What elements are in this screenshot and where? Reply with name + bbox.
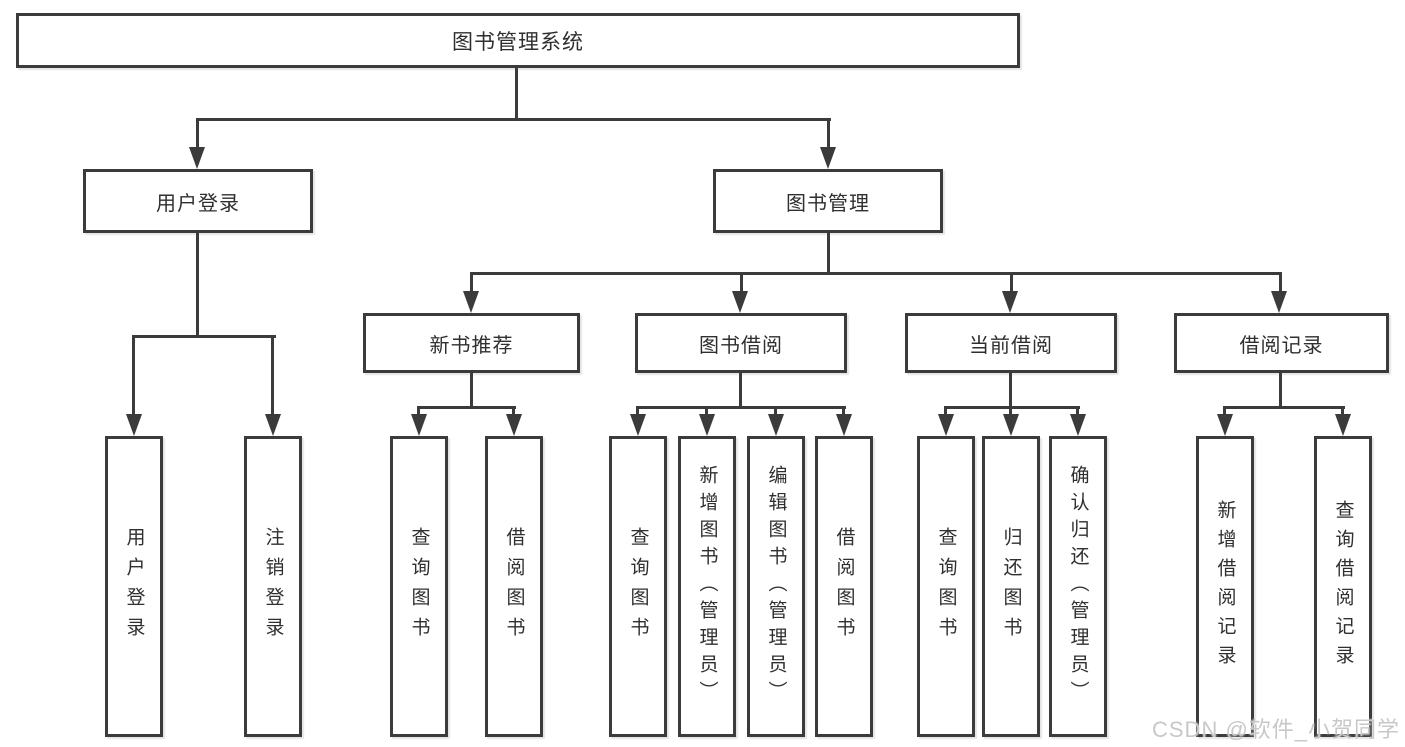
stub-vline xyxy=(774,406,777,416)
leaf-add-borrow-record: 新增借阅记录 xyxy=(1196,436,1254,737)
borrowing-records-stem-vline xyxy=(1279,373,1282,406)
node-book-management: 图书管理 xyxy=(713,169,943,233)
leaf-search-books-current: 查询图书 xyxy=(917,436,975,737)
to-borrowing-records-vline xyxy=(1279,275,1282,293)
arrowhead xyxy=(699,414,715,436)
leaf-search-books-borrowing: 查询图书 xyxy=(609,436,667,737)
arrowhead xyxy=(189,147,205,169)
leaf-return-books: 归还图书 xyxy=(982,436,1040,737)
current-borrowing-branch-hline xyxy=(944,406,1080,409)
arrowhead xyxy=(265,414,281,436)
root-stem-vline xyxy=(515,68,518,118)
arrowhead xyxy=(1003,414,1019,436)
new-book-stem-vline xyxy=(470,373,473,406)
leaf-search-borrow-record: 查询借阅记录 xyxy=(1314,436,1372,737)
leaf-search-books-recommend: 查询图书 xyxy=(390,436,448,737)
stub-vline xyxy=(512,406,515,416)
arrowhead xyxy=(938,414,954,436)
stub-vline xyxy=(842,406,845,416)
leaf-borrow-books-recommend: 借阅图书 xyxy=(485,436,543,737)
root-branch-hline xyxy=(196,118,831,121)
stub-vline xyxy=(1341,406,1344,416)
branch-user-login-vline xyxy=(196,121,199,149)
arrowhead xyxy=(768,414,784,436)
arrowhead xyxy=(630,414,646,436)
to-new-book-vline xyxy=(470,275,473,293)
arrowhead xyxy=(463,291,479,313)
arrowhead xyxy=(506,414,522,436)
node-current-borrowing: 当前借阅 xyxy=(905,313,1117,373)
book-borrowing-branch-hline xyxy=(636,406,846,409)
leaf-logout: 注销登录 xyxy=(244,436,302,737)
arrowhead xyxy=(1002,291,1018,313)
arrowhead xyxy=(1217,414,1233,436)
leaf-edit-books-admin: 编辑图书（管理员） xyxy=(747,436,805,737)
arrowhead xyxy=(732,291,748,313)
to-current-borrowing-vline xyxy=(1010,275,1013,293)
book-management-stem-vline xyxy=(827,233,830,272)
arrowhead xyxy=(1070,414,1086,436)
to-book-borrowing-vline xyxy=(740,275,743,293)
to-leaf-user-login-vline xyxy=(132,338,135,414)
leaf-add-books-admin: 新增图书（管理员） xyxy=(678,436,736,737)
current-borrowing-stem-vline xyxy=(1009,373,1012,406)
arrowhead xyxy=(820,147,836,169)
book-borrowing-stem-vline xyxy=(739,373,742,406)
stub-vline xyxy=(1076,406,1079,416)
stub-vline xyxy=(636,406,639,416)
node-new-book-recommend: 新书推荐 xyxy=(363,313,580,373)
arrowhead xyxy=(1335,414,1351,436)
leaf-borrow-books-borrowing: 借阅图书 xyxy=(815,436,873,737)
node-root: 图书管理系统 xyxy=(16,13,1020,68)
node-book-borrowing: 图书借阅 xyxy=(635,313,847,373)
node-user-login: 用户登录 xyxy=(83,169,313,233)
stub-vline xyxy=(1223,406,1226,416)
to-leaf-logout-vline xyxy=(271,338,274,414)
branch-book-management-vline xyxy=(827,121,830,149)
arrowhead xyxy=(1271,291,1287,313)
stub-vline xyxy=(705,406,708,416)
new-book-branch-hline xyxy=(417,406,516,409)
csdn-watermark: CSDN @软件_小贺同学 xyxy=(1152,717,1401,742)
stub-vline xyxy=(1009,406,1012,416)
arrowhead xyxy=(836,414,852,436)
leaf-confirm-return-admin: 确认归还（管理员） xyxy=(1049,436,1107,737)
node-borrowing-records: 借阅记录 xyxy=(1174,313,1389,373)
stub-vline xyxy=(944,406,947,416)
stub-vline xyxy=(417,406,420,416)
leaf-user-login: 用户登录 xyxy=(105,436,163,737)
arrowhead xyxy=(411,414,427,436)
user-login-stem-vline xyxy=(196,233,199,335)
user-login-branch-hline xyxy=(132,335,276,338)
arrowhead xyxy=(126,414,142,436)
borrowing-records-branch-hline xyxy=(1223,406,1345,409)
book-management-branch-hline xyxy=(470,272,1282,275)
